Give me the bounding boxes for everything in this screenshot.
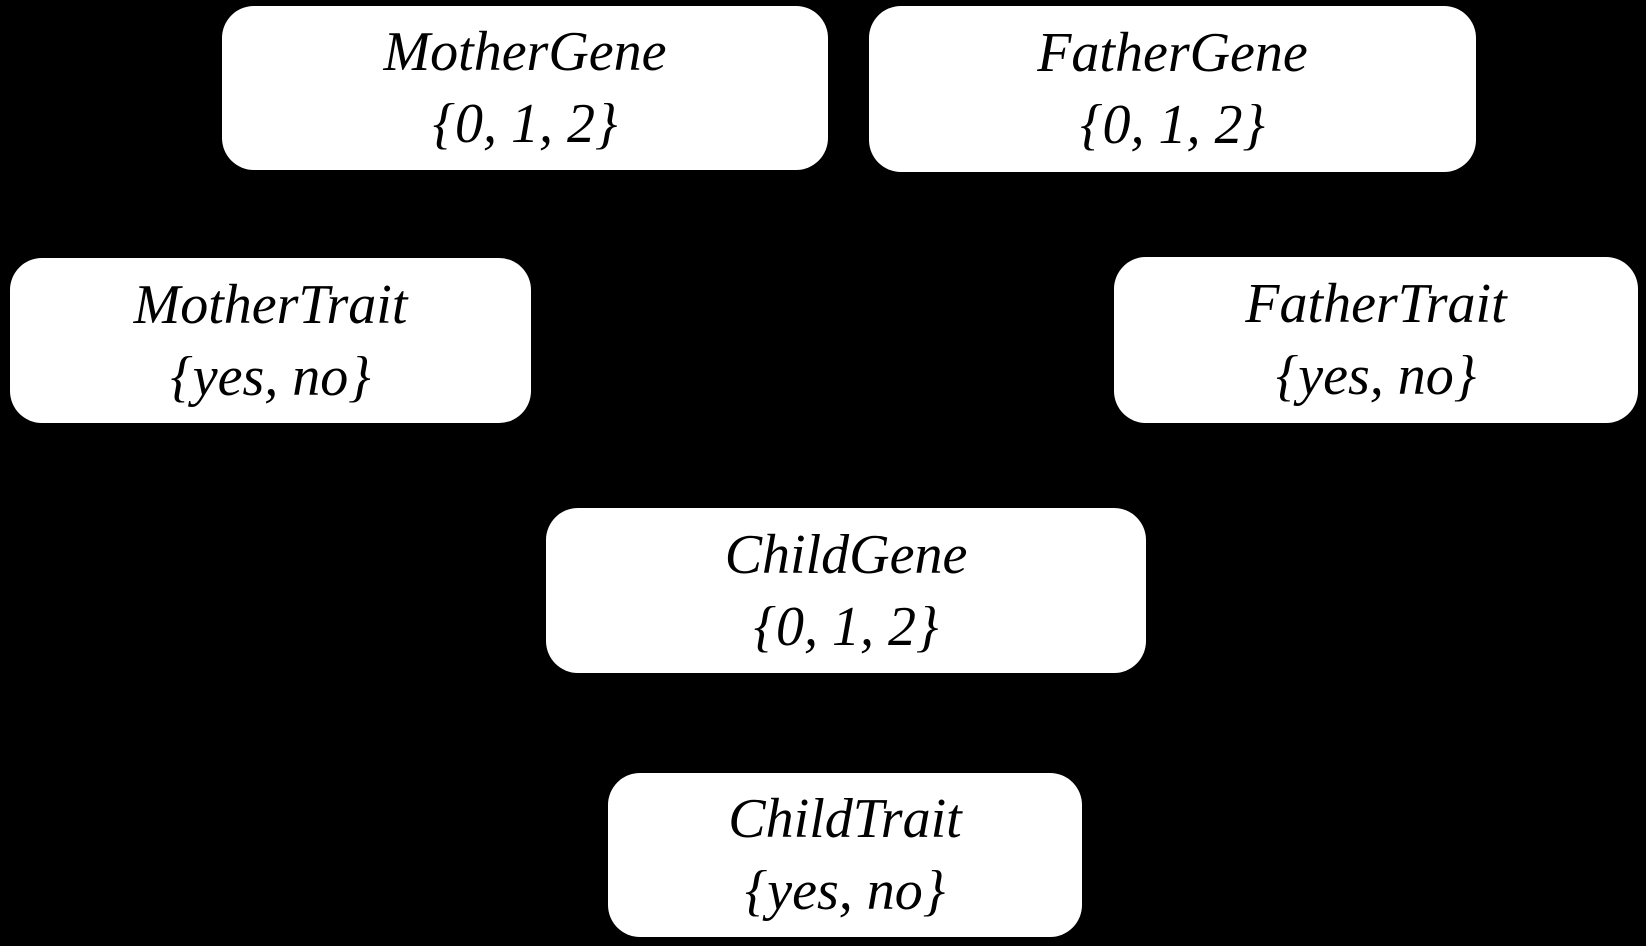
node-father-trait-label: FatherTrait (1245, 273, 1507, 335)
node-child-gene: ChildGene {0, 1, 2} (546, 508, 1146, 673)
node-mother-trait-label: MotherTrait (133, 273, 408, 336)
node-father-trait: FatherTrait {yes, no} (1114, 257, 1638, 423)
node-child-gene-label: ChildGene (724, 523, 968, 586)
node-father-trait-domain: {yes, no} (1275, 345, 1477, 407)
node-child-trait: ChildTrait {yes, no} (608, 773, 1082, 937)
node-child-trait-domain: {yes, no} (744, 860, 946, 922)
node-mother-gene: MotherGene {0, 1, 2} (222, 6, 828, 170)
node-mother-trait: MotherTrait {yes, no} (10, 258, 531, 423)
node-father-gene-label: FatherGene (1037, 22, 1308, 84)
node-child-gene-domain: {0, 1, 2} (753, 595, 939, 658)
node-child-trait-label: ChildTrait (728, 788, 962, 850)
node-father-gene-domain: {0, 1, 2} (1080, 94, 1265, 156)
node-mother-gene-domain: {0, 1, 2} (432, 93, 618, 155)
node-mother-trait-domain: {yes, no} (170, 345, 371, 408)
node-father-gene: FatherGene {0, 1, 2} (869, 6, 1476, 172)
node-mother-gene-label: MotherGene (383, 21, 667, 83)
